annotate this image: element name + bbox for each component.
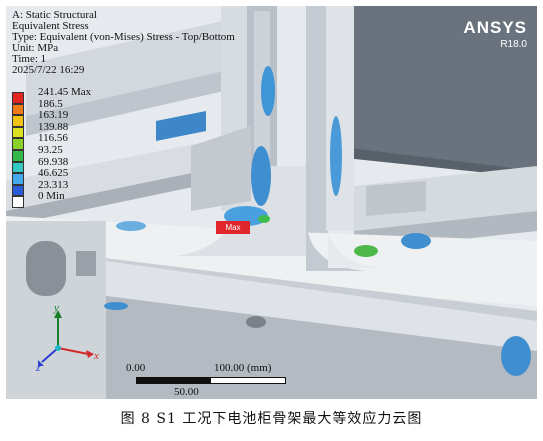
- model-viewport[interactable]: A: Static Structural Equivalent Stress T…: [6, 6, 537, 399]
- legend-label: 0 Min: [38, 190, 65, 203]
- scale-right-label: 100.00 (mm): [214, 362, 272, 374]
- legend-label: 186.5: [38, 97, 63, 110]
- legend-swatch: [12, 92, 24, 104]
- legend-swatch: [12, 149, 24, 162]
- legend-label: 139.88: [38, 120, 69, 133]
- figure-caption: 图 8 S1 工况下电池柜骨架最大等效应力云图: [120, 411, 423, 427]
- ansys-version: R18.0: [500, 39, 527, 50]
- scale-bar: 0.00 100.00 (mm) 50.00: [126, 362, 296, 399]
- legend-label: 23.313: [38, 178, 69, 191]
- legend-swatch: [12, 161, 24, 174]
- result-unit: Unit: MPa: [12, 42, 59, 54]
- result-name: Equivalent Stress: [12, 20, 89, 32]
- legend-swatch: [12, 115, 24, 127]
- legend-swatch: [12, 184, 24, 197]
- legend-swatch: [12, 138, 24, 150]
- legend-swatch: [12, 103, 24, 116]
- legend-label: 46.625: [38, 167, 69, 180]
- legend-label: 93.25: [38, 143, 63, 156]
- triad-x-label: x: [94, 350, 99, 362]
- legend-swatch: [12, 126, 24, 139]
- triad-z-label: z: [36, 362, 41, 374]
- ansys-brand: ANSYS R18.0: [463, 18, 527, 50]
- model-scene: [6, 6, 537, 399]
- result-header: A: Static Structural Equivalent Stress T…: [12, 10, 235, 76]
- result-date: 2025/7/22 16:29: [12, 64, 85, 76]
- ansys-logo: ANSYS: [463, 18, 527, 37]
- legend-label: 241.45 Max: [38, 86, 92, 98]
- scale-mid-label: 50.00: [174, 386, 199, 398]
- legend-label: 116.56: [38, 132, 68, 145]
- scale-black-segment: [136, 377, 211, 384]
- legend-label: 163.19: [38, 109, 69, 122]
- legend-swatch: [12, 173, 24, 185]
- legend-label: 69.938: [38, 155, 69, 168]
- triad-y-label: y: [54, 302, 59, 314]
- legend-swatch: [12, 196, 24, 208]
- coordinate-triad[interactable]: [28, 306, 108, 376]
- result-type: Type: Equivalent (von-Mises) Stress - To…: [12, 31, 235, 43]
- analysis-name: A: Static Structural: [12, 9, 97, 21]
- scale-left-label: 0.00: [126, 362, 146, 374]
- max-probe-label[interactable]: Max: [216, 221, 250, 234]
- result-time: Time: 1: [12, 53, 47, 65]
